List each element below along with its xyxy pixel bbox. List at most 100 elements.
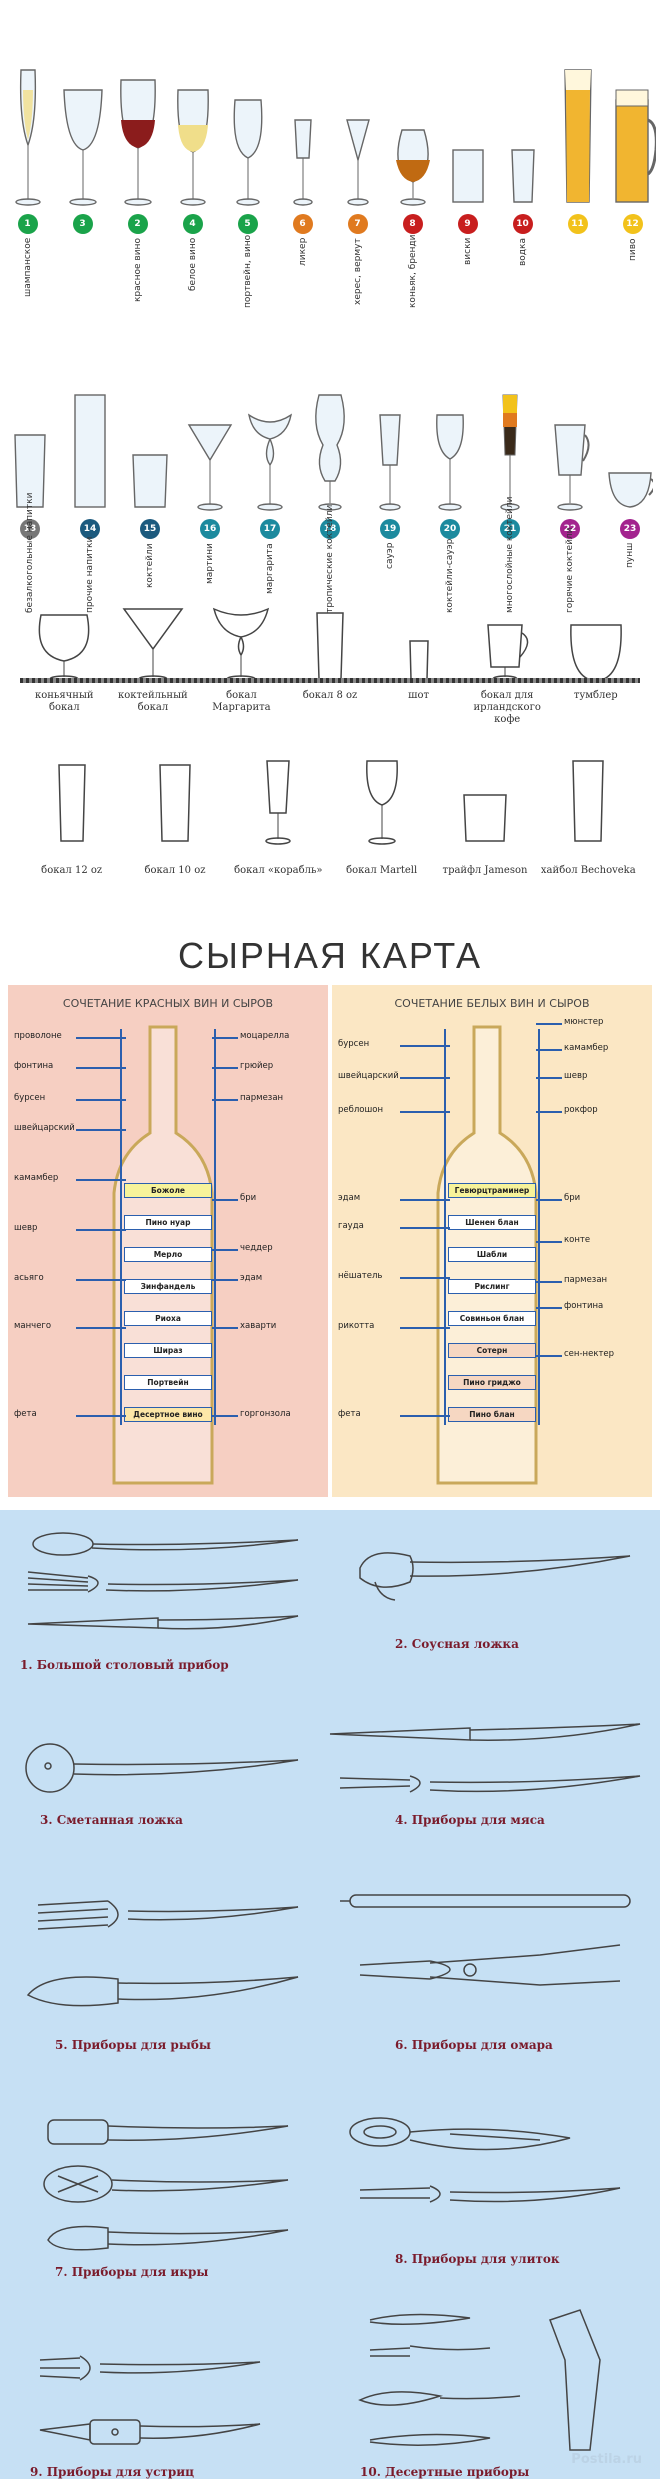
snail-cutlery-illustration: [349, 2117, 621, 2203]
cheese-label-right: чеддер: [240, 1243, 273, 1253]
glass-number-badge: 12: [622, 214, 643, 234]
glass-number-badge: 4: [182, 214, 203, 234]
glass-number-badge: 9: [457, 214, 478, 234]
connector-line: [400, 1111, 450, 1113]
cutlery-label-2: 2. Соусная ложка: [395, 1637, 519, 1651]
sketch-glass-label: бокал Martell: [346, 865, 418, 876]
connector-line: [536, 1023, 562, 1025]
sketch-glass-2-1: бокал 12 oz: [20, 755, 123, 915]
glass-sketch-icon: [569, 624, 622, 682]
sketch-glass-2-2: бокал 10 oz: [123, 755, 226, 915]
cheese-label-right: бри: [240, 1193, 257, 1203]
cutlery-label-8: 8. Приборы для улиток: [395, 2252, 560, 2266]
connector-line: [212, 1099, 238, 1101]
cheese-label-left: эдам: [338, 1193, 361, 1203]
connector-line: [536, 1241, 562, 1243]
glass-number-badge: 10: [512, 214, 533, 234]
connector-line: [536, 1049, 562, 1051]
mug-glass-icon: [614, 89, 656, 203]
white-glass-icon: [176, 89, 209, 206]
cordial-glass-icon: [292, 119, 313, 206]
watermark: Postila.ru: [571, 2452, 642, 2467]
glass-label: пиво: [627, 238, 638, 261]
wine-box: Десертное вино: [124, 1407, 212, 1422]
glass-number-badge: 6: [292, 214, 313, 234]
wine-box: Зинфандель: [124, 1279, 212, 1294]
sketch-glass-2-4: бокал Martell: [330, 755, 433, 915]
cheese-label-right: грюйер: [240, 1061, 274, 1071]
glass-number-badge: 15: [140, 519, 160, 539]
glass-number-badge: 19: [380, 519, 400, 539]
connector-line: [212, 1067, 238, 1069]
cutlery-label-4: 4. Приборы для мяса: [395, 1813, 545, 1827]
oyster-cutlery-illustration: [39, 2355, 261, 2445]
glass-number-badge: 2: [127, 214, 148, 234]
cheese-label-left: фонтина: [14, 1061, 54, 1071]
wine-box: Портвейн: [124, 1375, 212, 1390]
sketch-glass-1-7: тумблер: [551, 595, 640, 745]
wine-box: Пино нуар: [124, 1215, 212, 1230]
cutlery-label-9: 9. Приборы для устриц: [30, 2465, 195, 2479]
cutlery-label-3: 3. Сметанная ложка: [40, 1813, 183, 1827]
cutlery-label-6: 6. Приборы для омара: [395, 2038, 553, 2052]
meat-cutlery-illustration: [329, 1723, 641, 1793]
wine-box: Божоле: [124, 1183, 212, 1198]
fish-cutlery-illustration: [26, 1900, 299, 2007]
sketch-glass-label: бокал для ирландского кофе: [473, 690, 541, 725]
glass-sketch-icon: [213, 607, 270, 683]
connector-line: [76, 1229, 126, 1231]
sketch-glass-label: тумблер: [573, 690, 618, 701]
connector-line: [76, 1037, 126, 1039]
sketch-glass-label: бокал 10 oz: [144, 865, 206, 876]
row1-glass-12: 12 пиво: [605, 0, 660, 310]
wine-box: Пино гриджо: [448, 1375, 536, 1390]
snifter-glass-icon: [395, 129, 430, 206]
connector-line: [76, 1327, 126, 1329]
sketch-glass-2-6: хайбол Bechoveka: [537, 755, 640, 915]
connector-rail: [120, 1029, 122, 1425]
lobster-cutlery-illustration: [340, 1894, 631, 1986]
sketch-glass-label: шот: [408, 690, 430, 701]
glass-number-badge: 18: [320, 519, 340, 539]
row1-glass-3: 3: [55, 0, 110, 310]
cheese-label-right: пармезан: [564, 1275, 608, 1285]
sketch-glass-label: трайфл Jameson: [442, 865, 528, 876]
rocks-glass-icon: [451, 149, 484, 203]
glass-sketch-icon: [57, 764, 86, 842]
sketch-glass-1-1: коньячный бокал: [20, 595, 109, 745]
cutlery-label-1: 1. Большой столовый прибор: [20, 1658, 229, 1672]
connector-line: [212, 1415, 238, 1417]
cutlery-label-5: 5. Приборы для рыбы: [55, 2038, 211, 2052]
glass-sketch-icon: [572, 760, 605, 842]
wine-box: Рислинг: [448, 1279, 536, 1294]
sketch-glass-label: бокал 8 oz: [302, 690, 358, 701]
glass-number-badge: 1: [17, 214, 38, 234]
glass-label: портвейн, вино: [242, 234, 253, 308]
glass-number-badge: 3: [72, 214, 93, 234]
cheese-label-left: фета: [338, 1409, 361, 1419]
cheese-label-left: нёшатель: [338, 1271, 383, 1281]
wine-box: Пино блан: [448, 1407, 536, 1422]
cheese-label-right: камамбер: [564, 1043, 609, 1053]
connector-line: [76, 1099, 126, 1101]
martini-glass-icon: [187, 424, 233, 511]
glass-number-badge: 14: [80, 519, 100, 539]
bordeaux-glass-icon: [119, 79, 156, 206]
glass-sketch-icon: [463, 794, 507, 842]
cheese-label-right: рокфор: [564, 1105, 598, 1115]
connector-line: [536, 1281, 562, 1283]
glass-label: водка: [517, 238, 528, 266]
cheese-label-left: проволоне: [14, 1031, 62, 1041]
sketch-glass-label: коктейльный бокал: [118, 690, 188, 713]
glass-sketch-icon: [38, 614, 90, 683]
